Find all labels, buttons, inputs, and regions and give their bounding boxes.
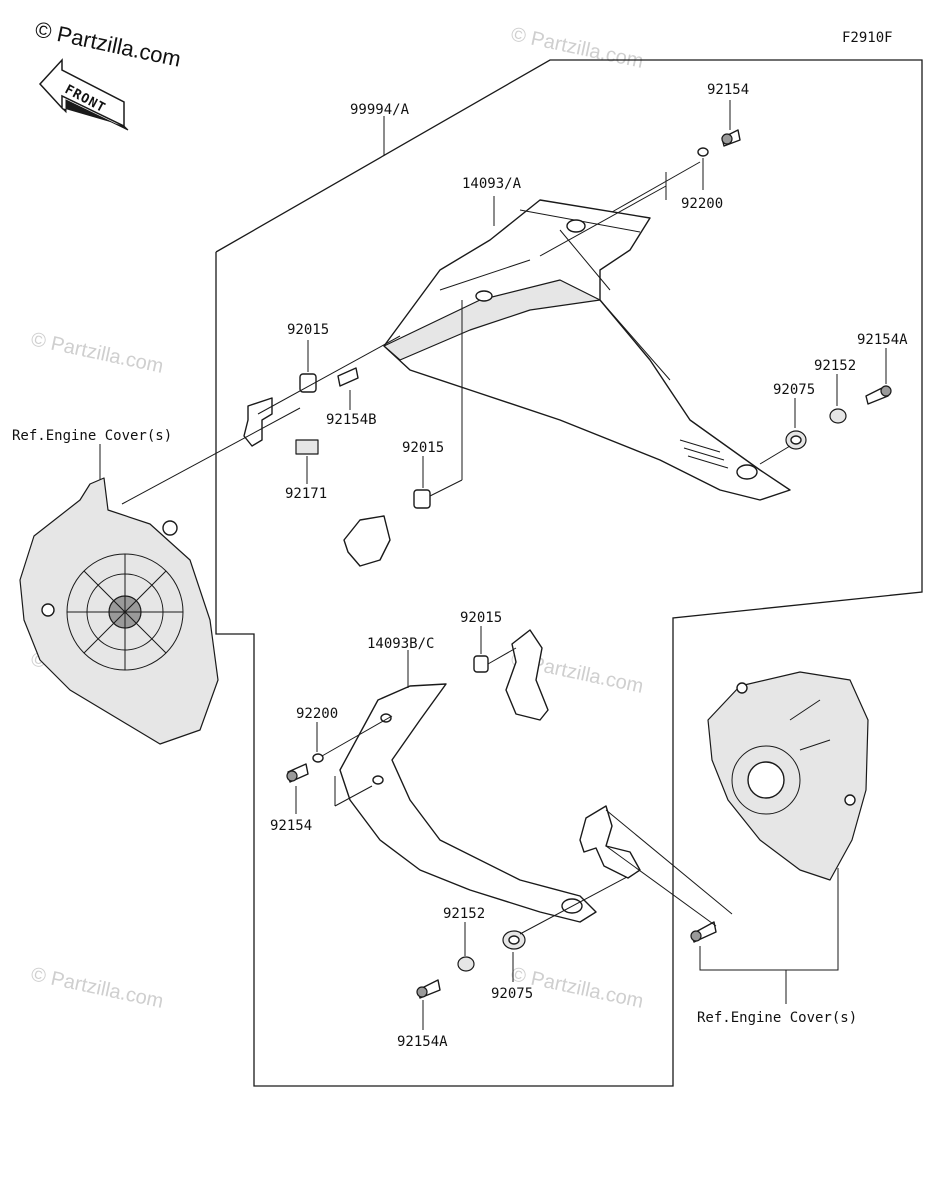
- callout-92015-lower[interactable]: 92015: [460, 610, 502, 626]
- bolt-92154-lower[interactable]: [286, 763, 309, 783]
- collar-92015-mid[interactable]: [413, 489, 431, 509]
- clip-92171[interactable]: [295, 439, 319, 455]
- diagram-code: F2910F: [842, 30, 893, 46]
- engine-cover-left[interactable]: [19, 477, 219, 745]
- leader-line: [605, 845, 717, 927]
- watermark: © Partzilla.com: [29, 328, 165, 378]
- leader-line: [257, 335, 401, 415]
- bolt-92154b[interactable]: [337, 367, 359, 387]
- washer-92152-upper[interactable]: [829, 408, 847, 424]
- bracket-lower-right[interactable]: [579, 805, 641, 879]
- collar-92015-lower[interactable]: [473, 655, 489, 673]
- callout-92154-top[interactable]: 92154: [707, 82, 749, 98]
- leader-line: [334, 785, 373, 807]
- bolt-92154a-lower[interactable]: [416, 979, 441, 999]
- washer-92200-lower[interactable]: [312, 753, 324, 763]
- callout-99994a[interactable]: 99994/A: [350, 102, 410, 118]
- leader-line: [519, 869, 641, 935]
- grommet-92075-lower[interactable]: [502, 930, 526, 950]
- watermark: © Partzilla.com: [29, 963, 165, 1013]
- callout-14093bc[interactable]: 14093B/C: [367, 636, 434, 652]
- callout-92075-upper[interactable]: 92075: [773, 382, 815, 398]
- leader-line: [321, 715, 393, 757]
- callout-92154b[interactable]: 92154B: [326, 412, 377, 428]
- partzilla-logo[interactable]: © Partzilla.com: [33, 16, 183, 71]
- collar-92015-upper[interactable]: [299, 373, 317, 393]
- callout-92200-top[interactable]: 92200: [681, 196, 723, 212]
- callout-92154a-lower[interactable]: 92154A: [397, 1034, 448, 1050]
- callout-92015-upper[interactable]: 92015: [287, 322, 329, 338]
- leader-line: [121, 407, 301, 505]
- leader-line: [487, 647, 517, 665]
- callout-ref-engine-cover-left[interactable]: Ref.Engine Cover(s): [12, 428, 172, 444]
- callout-92200-lower[interactable]: 92200: [296, 706, 338, 722]
- bolt-engine-cover-right[interactable]: [690, 921, 717, 943]
- callout-14093a[interactable]: 14093/A: [462, 176, 522, 192]
- callout-92154a-upper[interactable]: 92154A: [857, 332, 908, 348]
- callout-92075-lower[interactable]: 92075: [491, 986, 533, 1002]
- leader-line: [759, 445, 791, 465]
- callout-92152-lower[interactable]: 92152: [443, 906, 485, 922]
- leader-line: [699, 868, 839, 971]
- leader-line: [429, 479, 463, 497]
- engine-cover-right[interactable]: [707, 671, 869, 881]
- callout-92015-mid[interactable]: 92015: [402, 440, 444, 456]
- leader-line: [605, 809, 733, 915]
- lower-cover-14093bc[interactable]: [339, 683, 597, 923]
- callout-92152-upper[interactable]: 92152: [814, 358, 856, 374]
- kit-frame: [215, 59, 923, 1087]
- bracket-upper-left[interactable]: [243, 397, 273, 447]
- callout-ref-engine-cover-right[interactable]: Ref.Engine Cover(s): [697, 1010, 857, 1026]
- bolt-92154-top[interactable]: [721, 129, 741, 147]
- grommet-92075-upper[interactable]: [785, 430, 807, 450]
- washer-92152-lower[interactable]: [457, 956, 475, 972]
- front-arrow-icon: FRONT: [38, 58, 129, 131]
- washer-92200-top[interactable]: [697, 147, 709, 157]
- bracket-lower[interactable]: [505, 629, 549, 721]
- bracket-mid[interactable]: [343, 515, 391, 567]
- leader-line: [539, 185, 667, 257]
- callout-92171[interactable]: 92171: [285, 486, 327, 502]
- upper-cover-14093a[interactable]: [383, 199, 791, 501]
- leader-line: [611, 161, 701, 213]
- watermark: © Partzilla.com: [509, 23, 645, 73]
- bolt-92154a-upper[interactable]: [865, 385, 892, 405]
- callout-92154-lower[interactable]: 92154: [270, 818, 312, 834]
